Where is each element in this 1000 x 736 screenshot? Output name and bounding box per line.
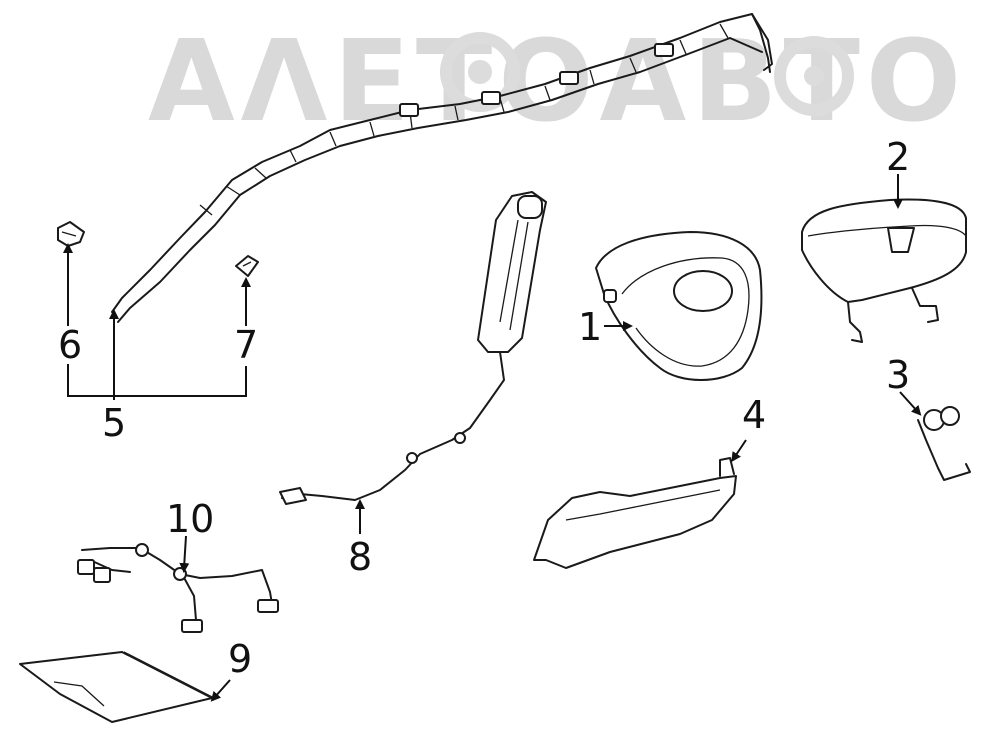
callout-10: 10 — [166, 497, 214, 541]
part-driver-airbag — [595, 231, 763, 381]
callout-7: 7 — [234, 323, 258, 367]
part-wire-harness — [77, 543, 279, 633]
part-knee-airbag — [279, 191, 547, 505]
watermark-logo: ΑΛΕΤΟΑΒΤΟ — [148, 17, 961, 147]
callout-9: 9 — [228, 637, 252, 681]
part-curtain-airbag — [111, 13, 773, 323]
watermark-ring-icon — [774, 36, 854, 116]
callout-1: 1 — [578, 305, 602, 349]
callout-3: 3 — [886, 353, 910, 397]
callout-6: 6 — [58, 323, 82, 367]
part-lower-airbag-cover — [533, 457, 737, 569]
part-clip-6 — [57, 221, 85, 247]
callout-2: 2 — [886, 135, 910, 179]
callout-8: 8 — [348, 535, 372, 579]
part-sensor — [917, 406, 971, 481]
part-passenger-airbag — [801, 198, 967, 343]
part-pad — [19, 651, 215, 723]
watermark-gear-icon — [440, 32, 520, 112]
callout-4: 4 — [742, 393, 766, 437]
callouts: 1 2 3 4 5 6 7 8 9 10 — [58, 135, 910, 681]
part-clip-7 — [235, 255, 259, 277]
leader-lines — [63, 174, 922, 702]
callout-5: 5 — [102, 401, 126, 445]
